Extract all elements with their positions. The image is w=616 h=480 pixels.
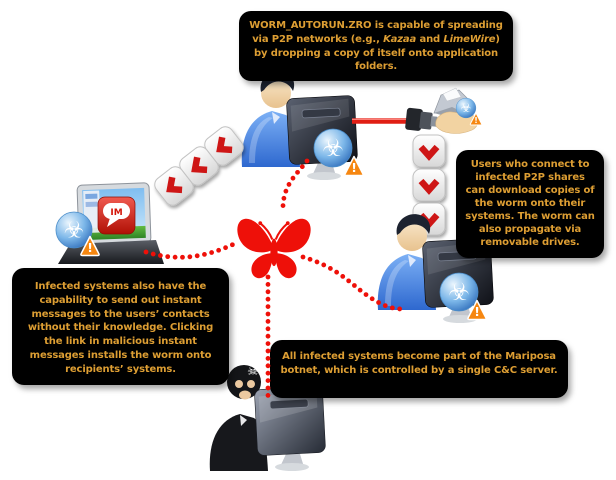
im-chevrons bbox=[152, 124, 247, 209]
callout-instant-messaging: Infected systems also have the capabilit… bbox=[12, 268, 229, 385]
hacker-body bbox=[209, 414, 268, 471]
callout-p2p-download: Users who connect to infected P2P shares… bbox=[456, 150, 604, 258]
im-label: IM bbox=[110, 208, 122, 218]
usb-plug-icon bbox=[405, 107, 438, 131]
chevron-down-icon bbox=[413, 169, 445, 201]
infected-user-top bbox=[242, 71, 364, 180]
im-app-icon: IM bbox=[97, 196, 136, 235]
infected-globe-icon bbox=[455, 97, 477, 119]
balaclava-icon bbox=[227, 365, 261, 399]
chevron-down-icon bbox=[413, 135, 445, 167]
callout-botnet: All infected systems become part of the … bbox=[270, 340, 568, 398]
callout-p2p-spreading: WORM_AUTORUN.ZRO is capable of spreading… bbox=[239, 11, 513, 81]
biohazard-icon bbox=[439, 272, 479, 312]
im-laptop: IM bbox=[58, 182, 164, 264]
usb-cable bbox=[352, 107, 438, 131]
biohazard-icon bbox=[313, 128, 353, 168]
skull-crossbones-icon: ☠ bbox=[247, 364, 259, 379]
botmaster-hacker: ☠ bbox=[209, 364, 327, 472]
p2p-share-hand bbox=[433, 87, 483, 134]
